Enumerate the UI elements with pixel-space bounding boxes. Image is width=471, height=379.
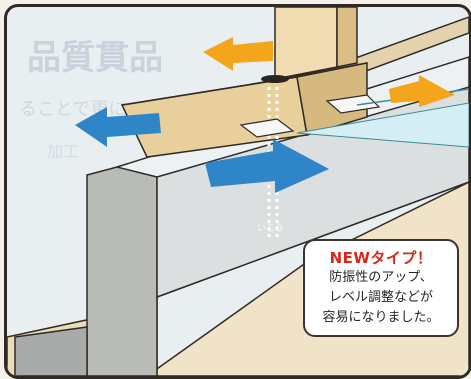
- arrow-right-orange-icon: [389, 75, 455, 107]
- arrow-right-blue-icon: [205, 139, 329, 193]
- beam-label: いこう: [257, 223, 284, 234]
- footing: [14, 326, 88, 376]
- bracket-right: [325, 94, 381, 114]
- post: [274, 7, 338, 80]
- pointer-wedge: [296, 102, 469, 148]
- bracket-left: [239, 118, 295, 138]
- bg-text-1: 品質貫品: [27, 38, 163, 78]
- callout-line-2: レベル調整などが: [328, 290, 433, 305]
- foundation-side: [86, 166, 158, 376]
- post-side: [336, 7, 358, 68]
- new-type-callout: NEWタイプ！ 防振性のアップ、 レベル調整などが 容易になりました。: [303, 239, 459, 337]
- arrow-left-orange-icon: [203, 37, 273, 71]
- beam-end: [296, 62, 368, 136]
- bg-text-3: 加工: [47, 142, 79, 161]
- sill-illustration: 品質貫品 ることで更に 加工 いこう: [7, 7, 469, 376]
- callout-line-3: 容易になりました。: [322, 310, 440, 325]
- callout-title: NEWタイプ！: [329, 249, 433, 267]
- arrow-left-blue-icon: [75, 107, 161, 147]
- callout-line-1: 防振性のアップ、: [329, 270, 433, 285]
- anchor-hole: [261, 75, 289, 83]
- illustration-frame: 品質貫品 ることで更に 加工 いこう: [4, 4, 471, 379]
